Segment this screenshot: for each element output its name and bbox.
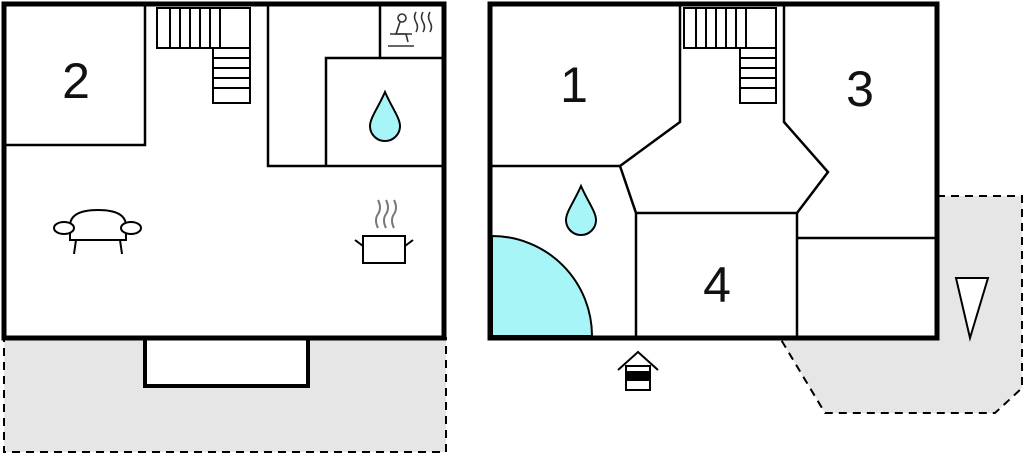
entrance-house-icon <box>617 350 659 391</box>
staircase-right <box>683 7 777 104</box>
right-floor-plan: 1 3 4 <box>487 1 1023 414</box>
bay-window <box>143 336 310 388</box>
sofa-icon <box>53 208 142 255</box>
wet-area-walls <box>266 4 444 168</box>
cooking-pot-icon <box>354 199 414 264</box>
water-drop-icon <box>368 89 402 142</box>
staircase-left <box>156 7 251 104</box>
triangle-marker-icon <box>954 277 990 342</box>
room-number-3: 3 <box>846 61 874 117</box>
room-2-walls <box>4 4 147 147</box>
interior-walls-right <box>490 4 937 338</box>
room-number-1: 1 <box>560 57 588 113</box>
sauna-icon <box>388 11 433 47</box>
room-number-4: 4 <box>703 257 731 313</box>
pool-quarter-circle <box>491 234 594 337</box>
left-floor-plan: 2 <box>1 1 447 453</box>
room-number-2: 2 <box>62 53 90 109</box>
water-drop-icon <box>564 183 598 236</box>
